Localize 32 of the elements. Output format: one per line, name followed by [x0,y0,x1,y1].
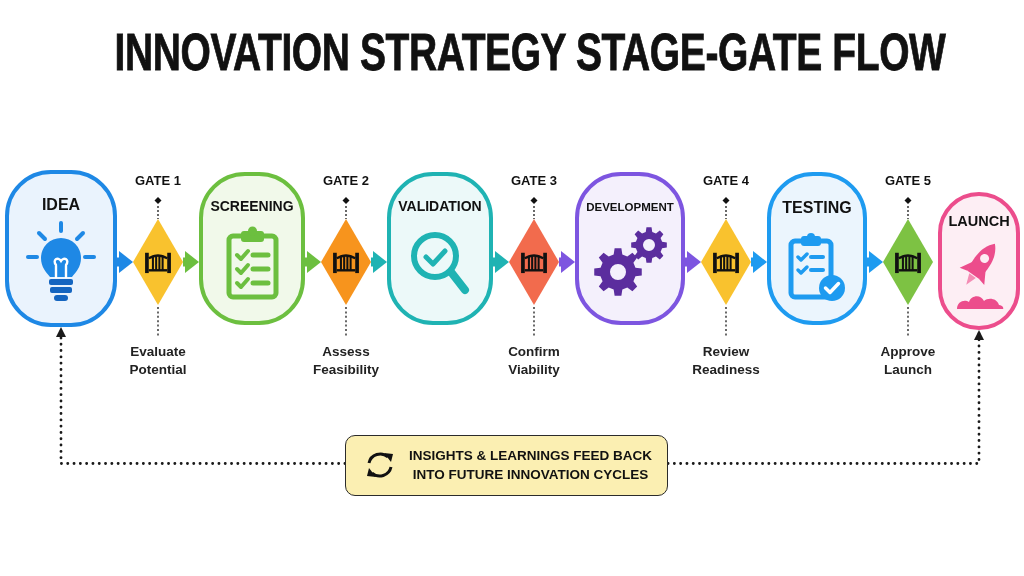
gate-description: Confirm Viability [508,343,560,380]
gate-label: GATE 2 [323,174,369,189]
stage-pill [5,170,117,327]
stage-title: SCREENING [210,199,294,215]
gate-label: GATE 1 [135,174,181,189]
stage-pill [575,172,685,325]
arrow [371,251,387,273]
arrow [183,251,199,273]
dotted-arrow [56,325,347,465]
stage-title: LAUNCH [948,214,1010,230]
gate-description: Approve Launch [880,343,936,380]
gate-label: GATE 5 [885,174,931,189]
gate-description: Review Readiness [692,343,760,380]
gate-label: GATE 3 [511,174,557,189]
gate-label: GATE 4 [703,174,749,189]
gate-description: Evaluate Potential [129,343,187,380]
feedback-note [345,435,668,496]
arrow [117,251,133,273]
arrow [751,251,767,273]
stage-title: DEVELOPMENT [586,201,674,214]
arrow [685,251,701,273]
gate-description: Assess Feasibility [313,343,379,380]
arrow [559,251,575,273]
arrow [493,251,509,273]
diagram-title: INNOVATION STRATEGY STAGE-GATE FLOW [114,25,946,78]
note-text: INSIGHTS & LEARNINGS FEED BACK INTO FUTURE INNOVATION CYCLES [408,447,653,484]
arrow [867,251,883,273]
arrow [305,251,321,273]
stage-title: TESTING [782,199,852,217]
dotted-arrow [666,328,984,465]
stage-title: IDEA [41,196,81,214]
stage-title: VALIDATION [398,199,482,215]
